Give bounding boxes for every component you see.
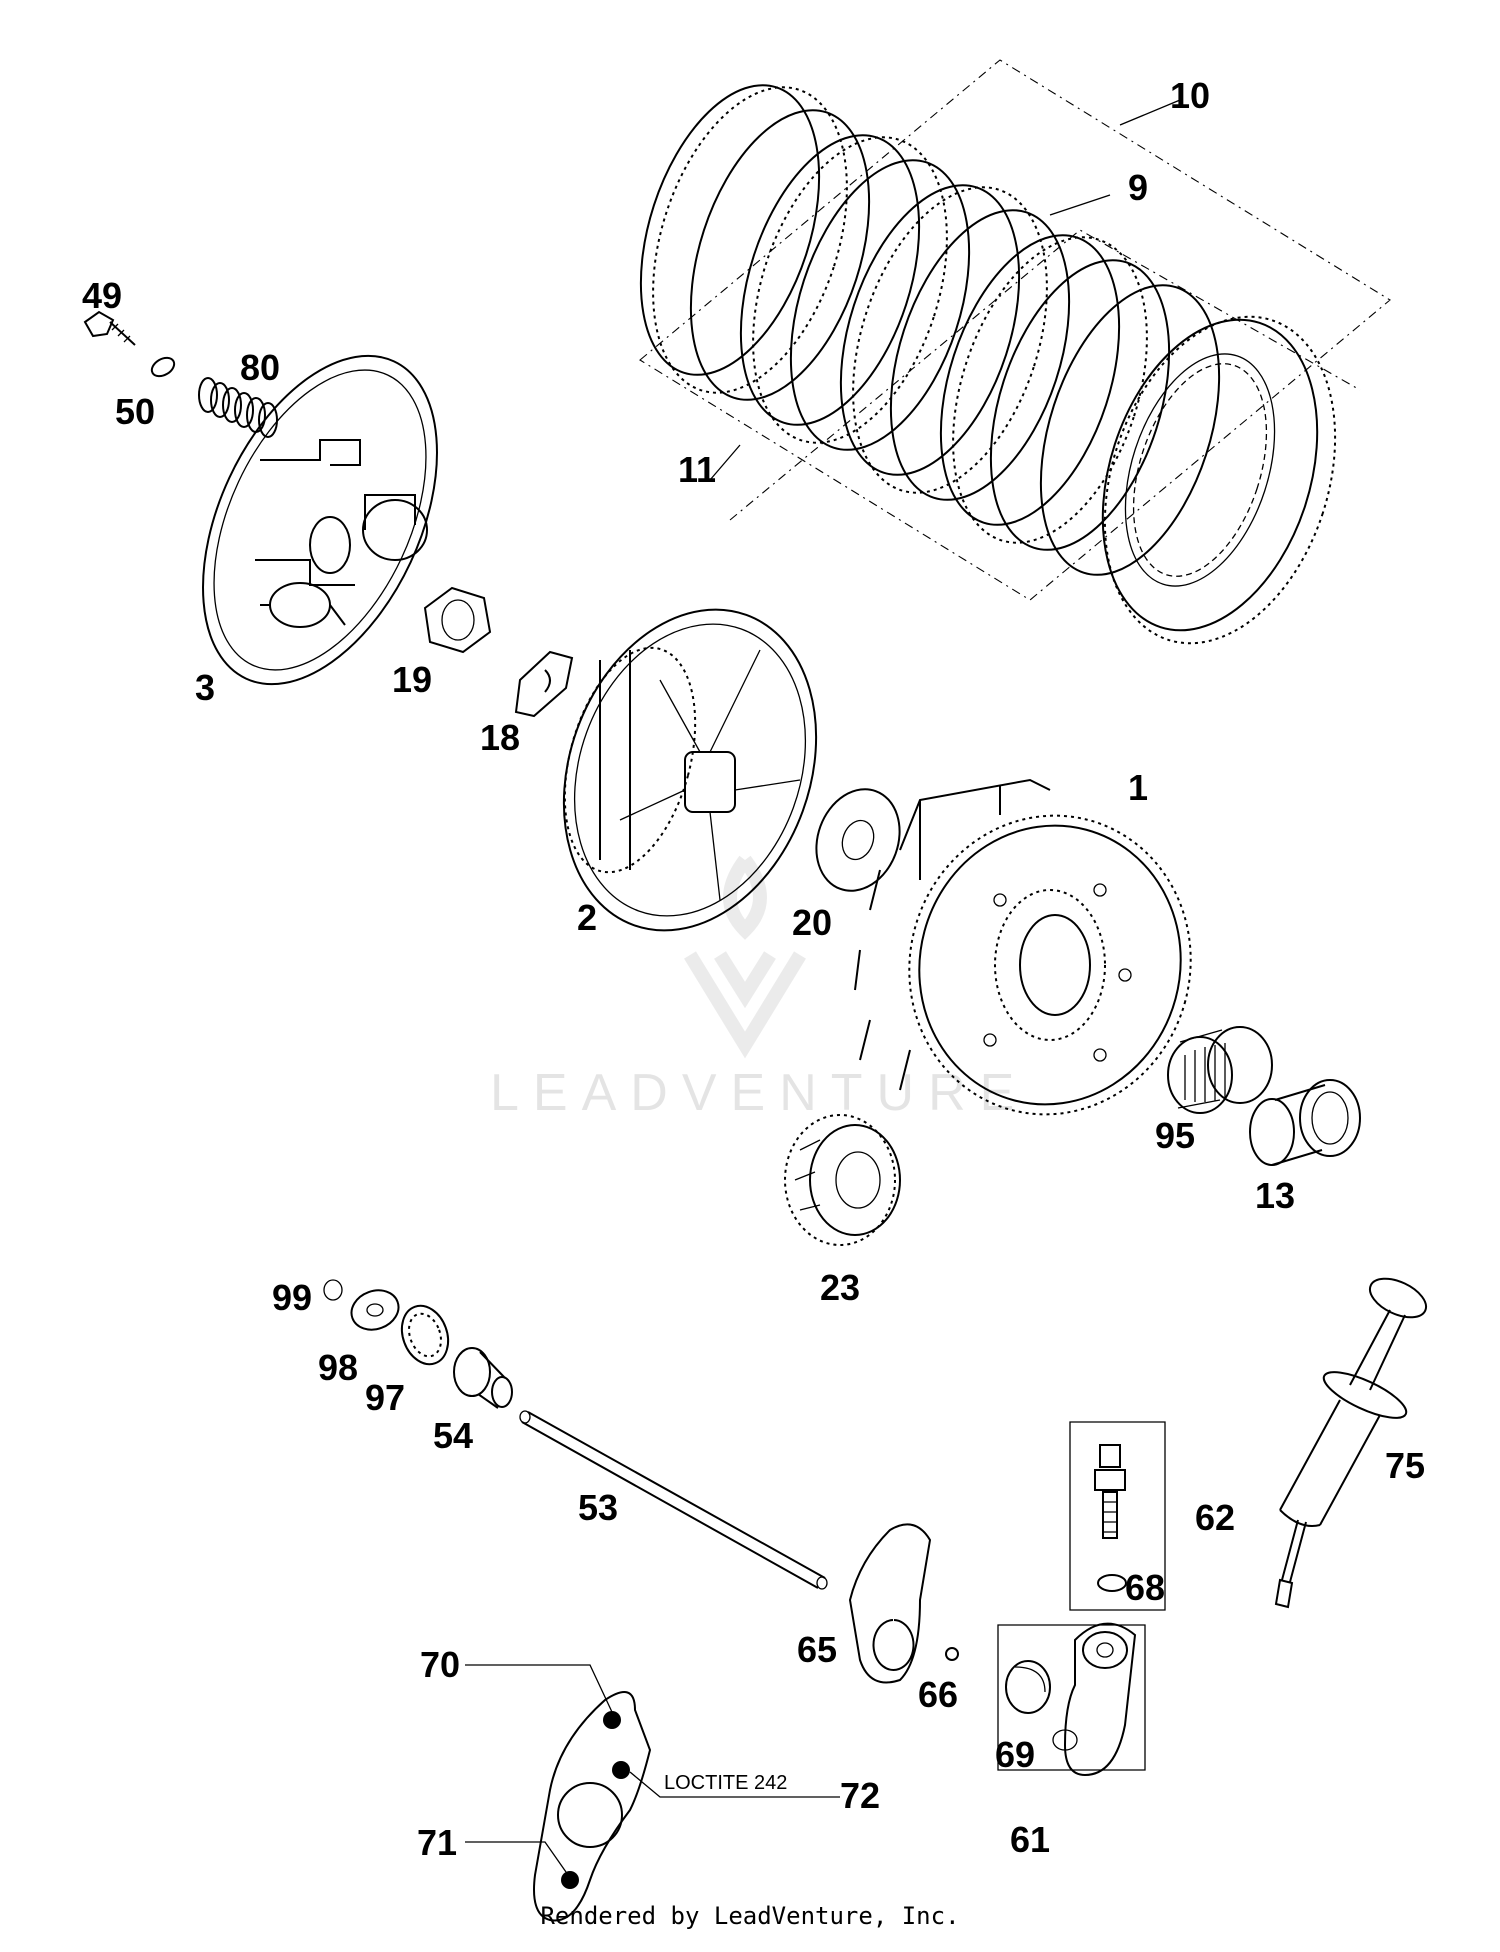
callout-11: 11 [678, 449, 716, 490]
callout-71: 71 [417, 1822, 457, 1863]
slave-cylinder-group [997, 1622, 1146, 1777]
callout-9: 9 [1128, 167, 1148, 208]
ball [945, 1647, 959, 1661]
bolt [83, 310, 136, 346]
callout-49: 49 [82, 275, 122, 316]
needle-bearing [1167, 1026, 1273, 1114]
piston [1005, 1660, 1051, 1714]
clutch-basket [854, 778, 1192, 1116]
callout-10: 10 [1170, 75, 1210, 116]
callout-1: 1 [1128, 767, 1148, 808]
callout-labels: 49 50 80 3 19 18 10 9 11 1 2 20 95 13 23… [82, 75, 1425, 1863]
watermark-text: LEADVENTURE [490, 1064, 1028, 1122]
push-rod [519, 1410, 828, 1590]
callout-23: 23 [820, 1267, 860, 1308]
thrust-bearing [400, 1304, 450, 1366]
callout-19: 19 [392, 659, 432, 700]
nut [423, 586, 492, 654]
callout-68: 68 [1125, 1567, 1165, 1608]
leader-lines [465, 1664, 840, 1873]
watermark-logo [684, 855, 806, 1059]
callout-3: 3 [195, 667, 215, 708]
inner-clutch-hub [562, 608, 818, 932]
lock-washer [514, 650, 574, 718]
loctite-annotation: LOCTITE 242 [664, 1772, 787, 1794]
seal-ring [1097, 1574, 1127, 1592]
loctite-point-72 [612, 1761, 630, 1779]
primary-gear [784, 1114, 901, 1246]
callout-95: 95 [1155, 1115, 1195, 1156]
callout-50: 50 [115, 391, 155, 432]
callout-99: 99 [272, 1277, 312, 1318]
callout-13: 13 [1255, 1175, 1295, 1216]
callout-66: 66 [918, 1674, 958, 1715]
loctite-point-70 [603, 1711, 621, 1729]
washer [150, 356, 176, 378]
bleeder-valve-group [1069, 1421, 1166, 1611]
callout-20: 20 [792, 902, 832, 943]
bleeding-syringe [1274, 1277, 1428, 1609]
slave-cylinder-gasket [848, 1523, 932, 1684]
pressure-piece [453, 1347, 513, 1409]
callout-61: 61 [1010, 1819, 1050, 1860]
thrust-washer [815, 788, 901, 892]
clutch-plate-stack [639, 59, 1391, 645]
callout-72: 72 [840, 1775, 880, 1816]
push-rod-washer [350, 1289, 400, 1331]
callout-70: 70 [420, 1644, 460, 1685]
callout-69: 69 [995, 1734, 1035, 1775]
callout-98: 98 [318, 1347, 358, 1388]
callout-2: 2 [577, 897, 597, 938]
callout-75: 75 [1385, 1445, 1425, 1486]
pressure-plate [202, 354, 438, 686]
loctite-point-71 [561, 1871, 579, 1889]
callout-62: 62 [1195, 1497, 1235, 1538]
slave-cylinder-cover [533, 1691, 652, 1922]
callout-54: 54 [433, 1415, 473, 1456]
callout-53: 53 [578, 1487, 618, 1528]
spring [198, 377, 278, 438]
watermark: LEADVENTURE [490, 855, 1028, 1122]
callout-18: 18 [480, 717, 520, 758]
callout-97: 97 [365, 1377, 405, 1418]
footer-credit: Rendered by LeadVenture, Inc. [540, 1902, 960, 1930]
callout-80: 80 [240, 347, 280, 388]
bushing [1249, 1079, 1361, 1166]
circlip [323, 1279, 343, 1301]
callout-65: 65 [797, 1629, 837, 1670]
